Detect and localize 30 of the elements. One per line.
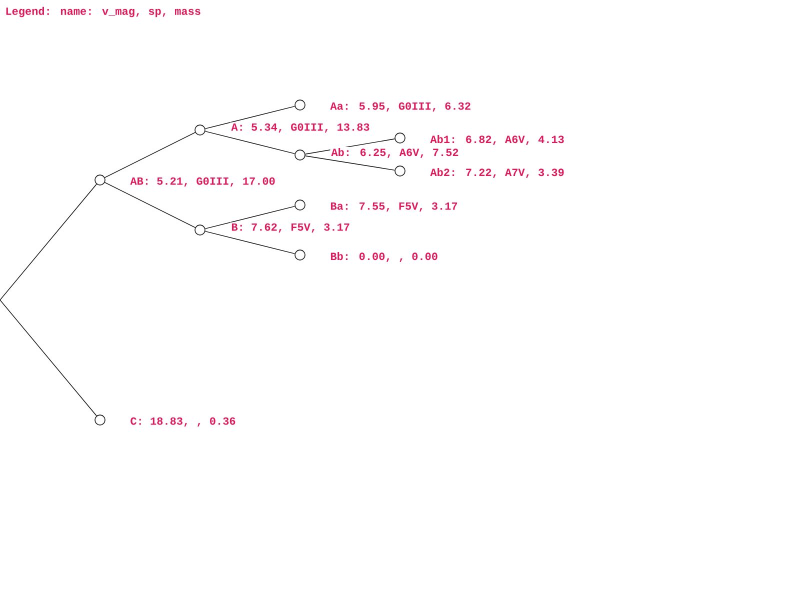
branch-line — [304, 156, 396, 170]
tree-node — [94, 414, 106, 426]
star-label: Ab1: 6.82, A6V, 4.13 — [430, 135, 564, 145]
star-label: Bb: 0.00, , 0.00 — [330, 252, 438, 262]
tree-node — [94, 174, 106, 186]
tree-node — [394, 166, 406, 176]
tree-node — [194, 224, 206, 236]
legend-text: Legend: name: v_mag, sp, mass — [6, 6, 200, 18]
tree-node — [294, 150, 306, 160]
star-label: Ab2: 7.22, A7V, 3.39 — [430, 168, 564, 178]
star-label: A: 5.34, G0III, 13.83 — [231, 123, 370, 133]
star-label: Ba: 7.55, F5V, 3.17 — [330, 202, 458, 212]
branch-line — [0, 184, 97, 300]
star-label: Ab: 6.25, A6V, 7.52 — [331, 148, 458, 158]
tree-node — [294, 100, 306, 110]
tree-node — [294, 250, 306, 260]
star-label: Aa: 5.95, G0III, 6.32 — [330, 102, 470, 112]
star-label: AB: 5.21, G0III, 17.00 — [130, 177, 275, 187]
star-label: B: 7.62, F5V, 3.17 — [232, 223, 350, 233]
branch-line — [0, 300, 97, 416]
star-label: C: 18.83, , 0.36 — [130, 417, 236, 427]
branch-line — [204, 130, 296, 154]
branch-line — [204, 230, 296, 254]
tree-node — [194, 124, 206, 136]
branch-line — [104, 182, 196, 228]
branch-line — [204, 106, 296, 130]
tree-node — [294, 200, 306, 210]
branch-line — [204, 206, 296, 230]
branch-line — [104, 132, 196, 178]
tree-node — [394, 132, 406, 144]
